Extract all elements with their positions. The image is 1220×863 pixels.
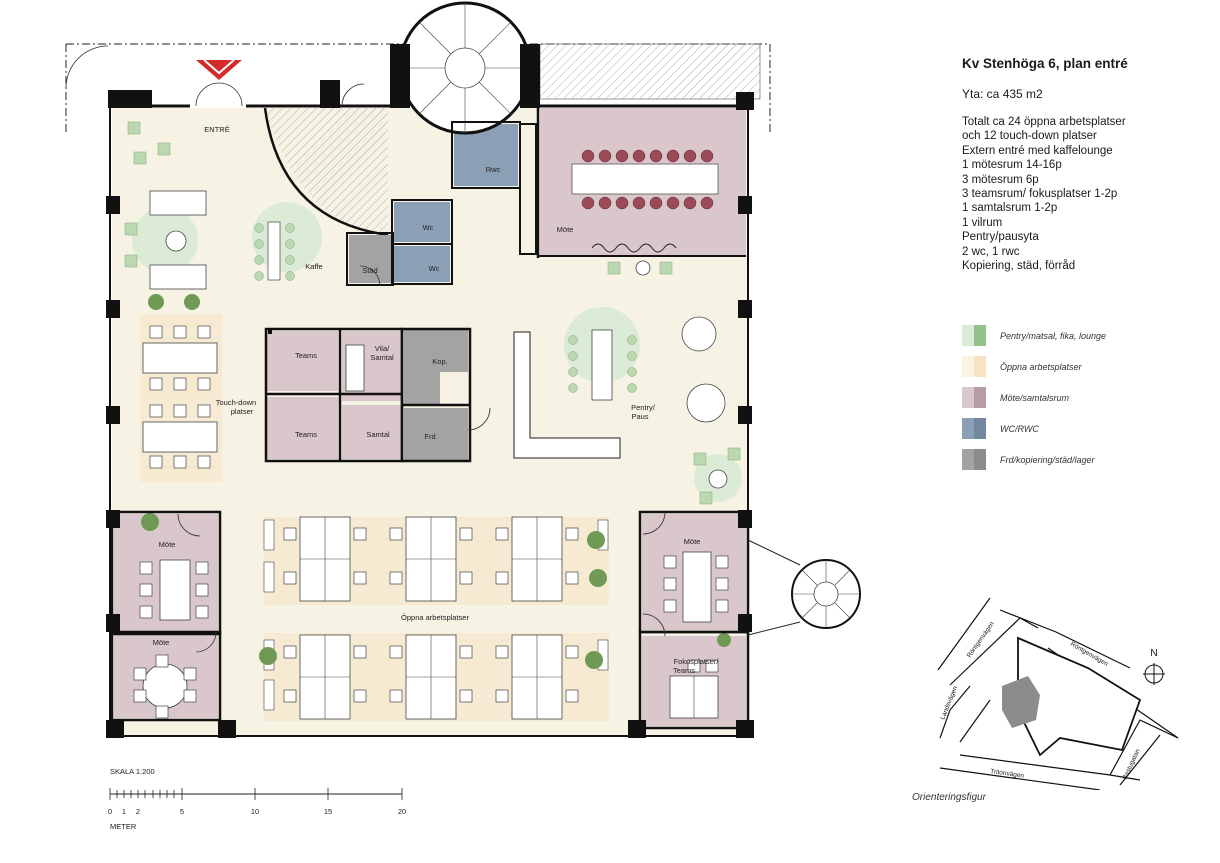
- street-label: Tritonvägen: [990, 768, 1025, 780]
- scale-bar: 0 1 2 5 10 15 20: [108, 788, 406, 816]
- summary-line: 3 mötesrum 6p: [962, 173, 1039, 186]
- room-entre: ENTRÉ: [204, 125, 229, 134]
- scale-tick: 2: [136, 807, 140, 816]
- summary-line: 3 teamsrum/ fokusplatser 1-2p: [962, 188, 1118, 201]
- room-mote-left-2: Möte: [153, 638, 170, 647]
- legend-swatch-light: [962, 418, 974, 439]
- room-pentry-2: Paus: [631, 412, 648, 421]
- room-wc-1: Wc: [423, 223, 434, 232]
- legend-label: WC/RWC: [1000, 423, 1039, 434]
- legend-swatch-dark: [974, 387, 986, 408]
- room-vila-2: Samtal: [370, 353, 394, 362]
- north-label: N: [1150, 648, 1157, 659]
- room-oppna: Öppna arbetsplatser: [401, 613, 469, 622]
- legend-swatch-light: [962, 325, 974, 346]
- legend-swatch-dark: [974, 356, 986, 377]
- room-teams-1: Teams: [295, 351, 317, 360]
- summary-line: 1 mötesrum 14-16p: [962, 159, 1062, 172]
- scale-tick: 5: [180, 807, 184, 816]
- summary-line: Totalt ca 24 öppna arbetsplatser: [962, 116, 1126, 128]
- scale-label: SKALA 1:200: [110, 767, 155, 776]
- legend-label: Möte/samtalsrum: [1000, 392, 1070, 403]
- legend-item: Pentry/matsal, fika, lounge: [962, 325, 1106, 346]
- room-touchdown-2: platser: [231, 407, 254, 416]
- room-fokus-1: Fokusplatser/: [673, 657, 719, 666]
- balcony: [540, 44, 760, 99]
- room-teams-2: Teams: [295, 430, 317, 439]
- summary-line: Pentry/pausyta: [962, 231, 1039, 244]
- legend-label: Öppna arbetsplatser: [1000, 361, 1082, 372]
- legend-item: Frd/kopiering/städ/lager: [962, 449, 1106, 470]
- orientation-map: Röntgenvägen Röntgenvägen Landsvägen Tri…: [937, 597, 1179, 790]
- room-mote-right: Möte: [684, 537, 701, 546]
- summary-line: Kopiering, städ, förråd: [962, 260, 1076, 273]
- legend-label: Frd/kopiering/städ/lager: [1000, 454, 1095, 465]
- room-stad: Städ: [362, 266, 377, 275]
- room-fokus-2: Teams: [673, 666, 695, 675]
- info-panel: Kv Stenhöga 6, plan entré Yta: ca 435 m2…: [962, 56, 1202, 273]
- room-kaffe: Kaffe: [305, 262, 322, 271]
- scale-tick: 0: [108, 807, 112, 816]
- summary-line: 1 samtalsrum 1-2p: [962, 202, 1058, 215]
- legend-item: WC/RWC: [962, 418, 1106, 439]
- legend-label: Pentry/matsal, fika, lounge: [1000, 330, 1107, 341]
- room-mote-top: Möte: [557, 225, 574, 234]
- scale-tick: 10: [251, 807, 259, 816]
- room-frd: Frd: [424, 432, 435, 441]
- room-samtal: Samtal: [366, 430, 390, 439]
- room-kop: Kop.: [432, 357, 447, 366]
- legend-swatch-dark: [974, 449, 986, 470]
- legend-swatch-light: [962, 356, 974, 377]
- legend-item: Öppna arbetsplatser: [962, 356, 1106, 377]
- street-label: Bastugatan: [1121, 748, 1141, 781]
- room-wc-2: Wc: [429, 264, 440, 273]
- legend-swatch-dark: [974, 325, 986, 346]
- room-vila-1: Vila/: [375, 344, 390, 353]
- summary-line: och 12 touch-down platser: [962, 130, 1097, 143]
- summary-line: 2 wc, 1 rwc: [962, 245, 1020, 258]
- legend-swatch-dark: [974, 418, 986, 439]
- plan-area: Yta: ca 435 m2: [962, 87, 1043, 101]
- plan-title: Kv Stenhöga 6, plan entré: [962, 56, 1128, 71]
- room-mote-left-1: Möte: [159, 540, 176, 549]
- scale-unit: METER: [110, 822, 137, 831]
- summary-line: 1 vilrum: [962, 216, 1003, 229]
- scale-tick: 20: [398, 807, 406, 816]
- legend-swatch-light: [962, 387, 974, 408]
- room-touchdown-1: Touch-down: [216, 398, 256, 407]
- scale-tick: 15: [324, 807, 332, 816]
- orientation-caption: Orienteringsfigur: [912, 792, 986, 803]
- legend-item: Möte/samtalsrum: [962, 387, 1106, 408]
- scale-tick: 1: [122, 807, 126, 816]
- room-rwc: Rwc: [486, 165, 501, 174]
- room-pentry-1: Pentry/: [631, 403, 656, 412]
- summary-line: Extern entré med kaffelounge: [962, 144, 1113, 157]
- plan-summary-list: Totalt ca 24 öppna arbetsplatser och 12 …: [962, 115, 1202, 273]
- legend: Pentry/matsal, fika, lounge Öppna arbets…: [962, 325, 1106, 480]
- legend-swatch-light: [962, 449, 974, 470]
- reception-hatch: [265, 108, 388, 235]
- north-arrow-icon: N: [1143, 648, 1165, 685]
